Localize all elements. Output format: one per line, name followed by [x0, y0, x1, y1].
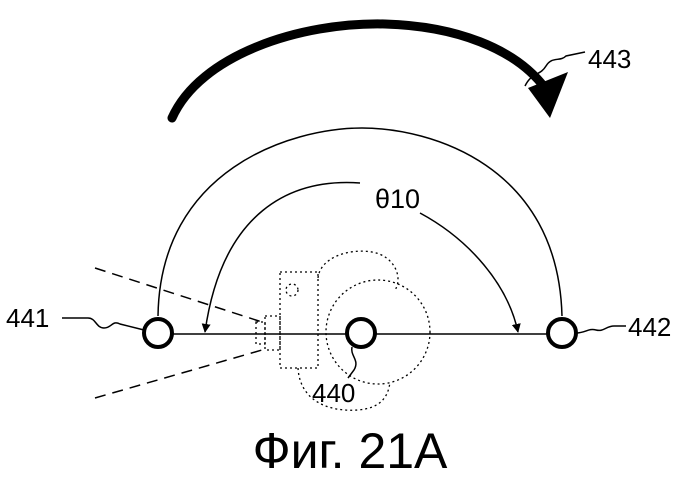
angle-arc-right [420, 213, 518, 332]
label-443: 443 [588, 44, 631, 74]
point-442 [548, 319, 576, 347]
outer-arc [158, 128, 562, 316]
figure-caption: Фиг. 21А [253, 423, 448, 478]
leader-440 [348, 347, 356, 378]
fov-line-top [95, 268, 262, 322]
angle-arc-left [205, 183, 360, 332]
rotation-arrow [172, 24, 545, 118]
leader-442 [576, 326, 626, 333]
point-440-center [347, 319, 375, 347]
leader-441 [62, 318, 144, 330]
angle-label: θ10 [375, 184, 420, 214]
fov-line-bottom [95, 350, 262, 398]
point-441 [144, 319, 172, 347]
label-441: 441 [6, 303, 49, 333]
label-442: 442 [628, 312, 671, 342]
label-440: 440 [312, 378, 355, 408]
